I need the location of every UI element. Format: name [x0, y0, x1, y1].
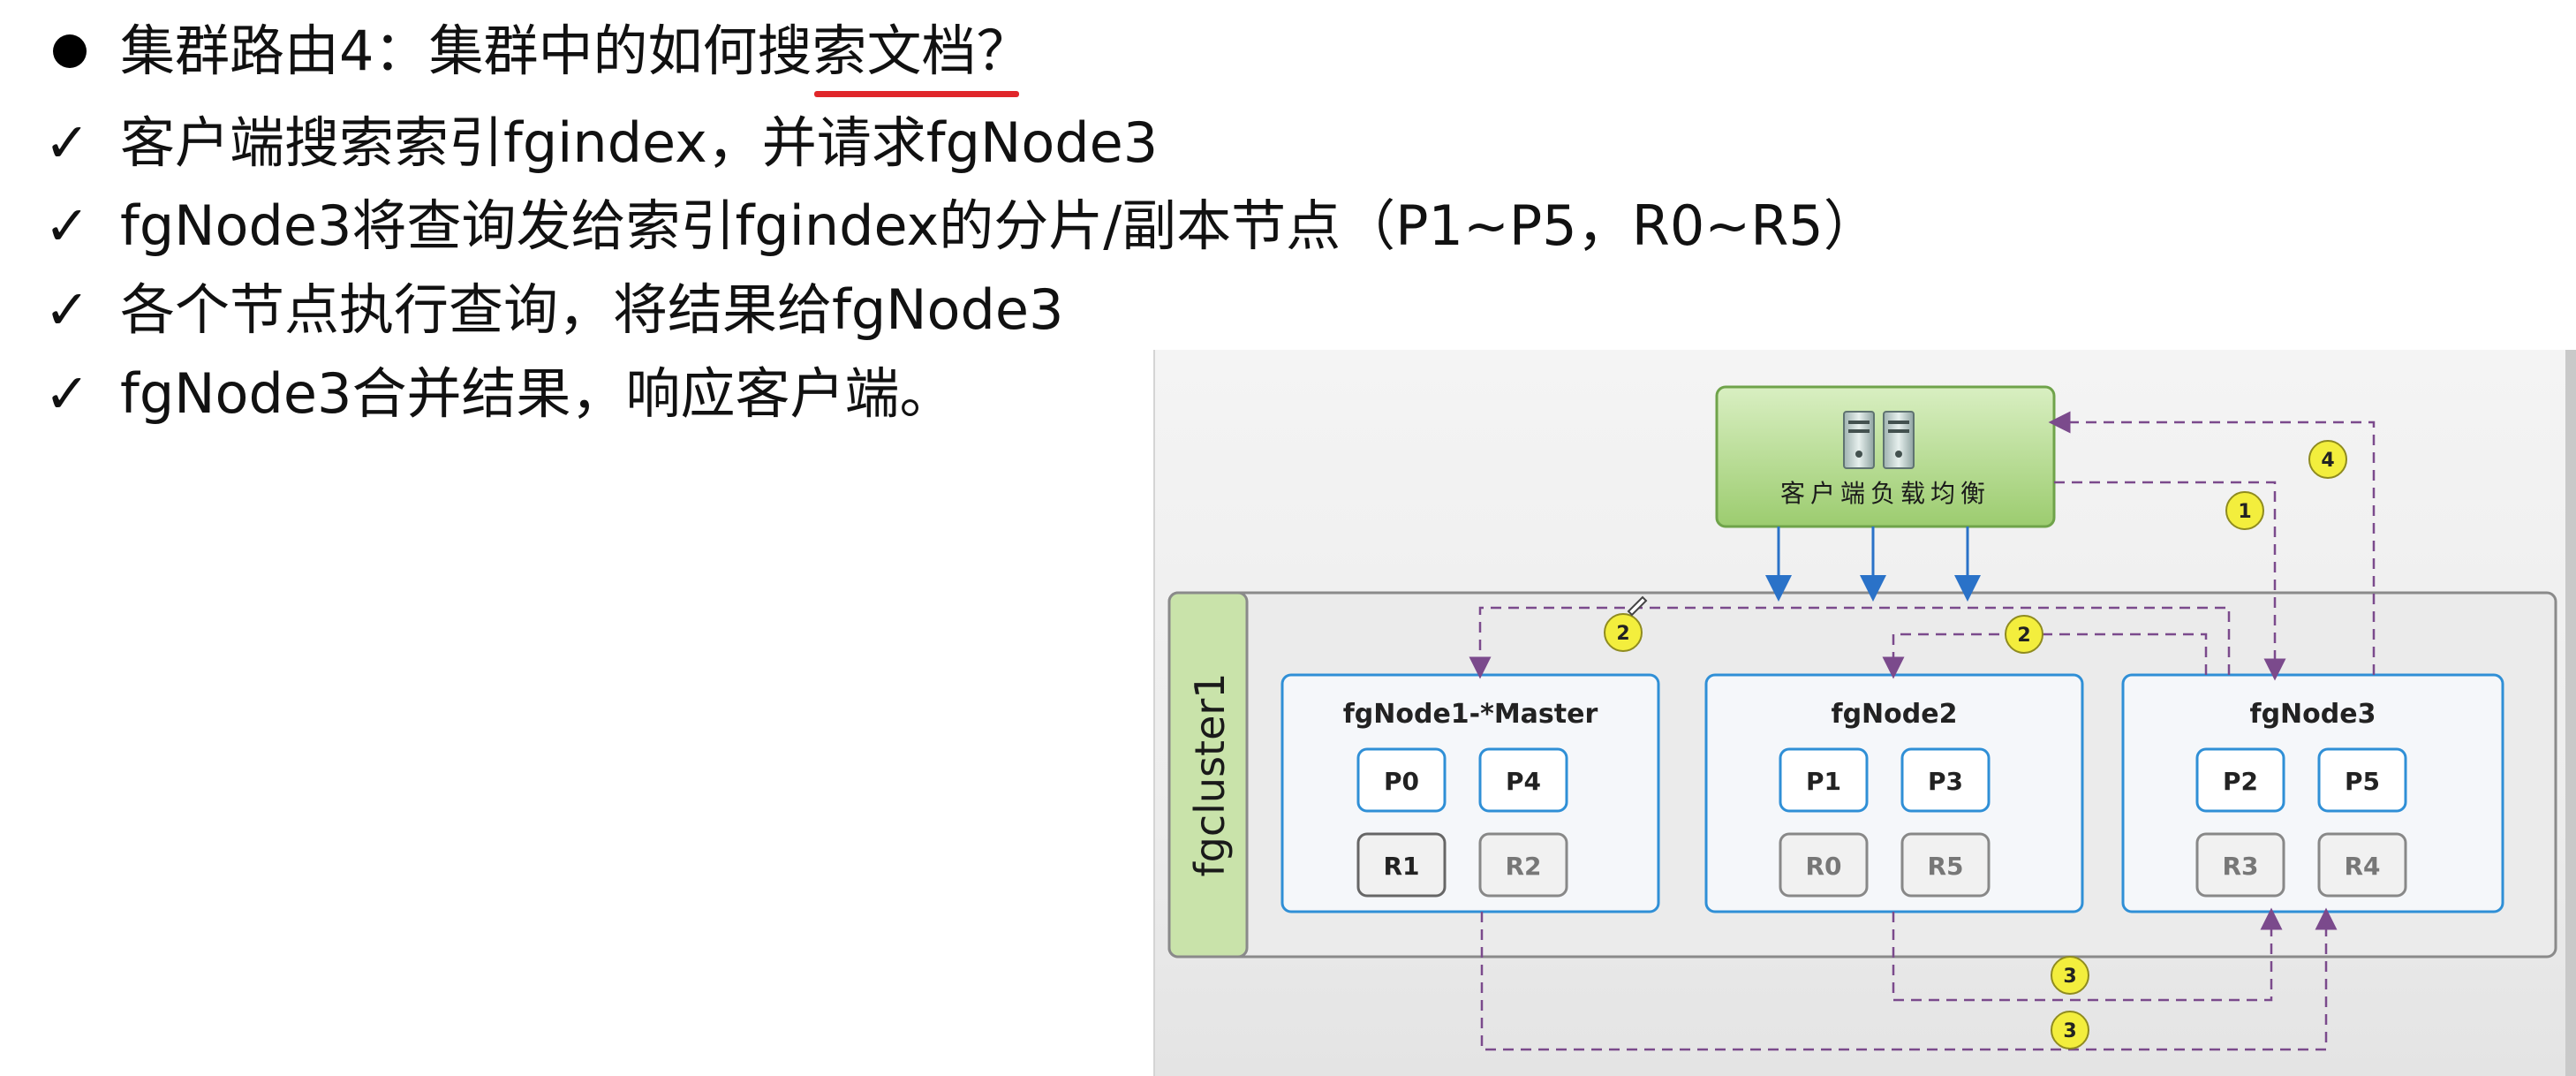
step-badge-2b	[2005, 615, 2043, 654]
bullet-text: fgNode3合并结果，响应客户端。	[120, 361, 955, 426]
server-icon	[1843, 411, 1915, 469]
shard-replica: R5	[1927, 852, 1963, 881]
bullet-item-5: ✓ fgNode3合并结果，响应客户端。	[44, 359, 954, 429]
bullet-item-3: ✓ fgNode3将查询发给索引fgindex的分片/副本节点（P1~P5，R0~…	[44, 191, 1878, 261]
cluster-diagram: fgcluster1 客户端负载均衡 fgNode1-*Master P0 P4	[1153, 350, 2566, 1076]
step-label: 2	[2017, 625, 2030, 647]
flow-step1-path	[2054, 481, 2286, 681]
shard-replica: R4	[2344, 852, 2380, 881]
flow-step2a-path	[1469, 606, 2231, 679]
flow-step3a-path	[1892, 907, 2283, 1002]
shard-primary: P0	[1384, 767, 1419, 796]
bullet-item-4: ✓ 各个节点执行查询，将结果给fgNode3	[44, 275, 1063, 345]
load-balancer-label: 客户端负载均衡	[1780, 479, 1991, 508]
flow-step4-path	[2048, 411, 2376, 675]
node-name: fgNode1-*Master	[1343, 699, 1598, 730]
node-name: fgNode2	[1832, 699, 1958, 730]
step-label: 3	[2063, 1020, 2076, 1042]
scrollbar-track[interactable]	[2565, 350, 2576, 1076]
bullet-text: fgNode3将查询发给索引fgindex的分片/副本节点（P1~P5，R0~R…	[120, 193, 1878, 258]
shard-replica: R2	[1505, 852, 1541, 881]
bullet-text: 各个节点执行查询，将结果给fgNode3	[120, 277, 1064, 342]
shard-replica: R1	[1383, 852, 1419, 881]
shard-primary: P5	[2345, 767, 2380, 796]
cluster-label-bar	[1167, 591, 1249, 959]
step-label: 3	[2063, 966, 2076, 988]
step-badge-4	[2308, 440, 2347, 479]
cluster-label: fgcluster1	[1186, 672, 1234, 876]
bullet-text: 集群路由4：集群中的如何搜索文档？	[120, 19, 1031, 83]
step-badge-2a	[1604, 613, 1643, 652]
shard-replica: R0	[1805, 852, 1841, 881]
check-icon: ✓	[44, 110, 90, 175]
step-badge-1	[2225, 491, 2264, 530]
flow-step2b-path	[1882, 633, 2208, 679]
step-label: 4	[2321, 450, 2334, 472]
step-label: 2	[1616, 623, 1629, 645]
shard-primary: P3	[1928, 767, 1963, 796]
node-fgnode3: fgNode3 P2 P5 R3 R4	[2121, 673, 2504, 913]
red-underline	[814, 91, 1019, 97]
check-icon: ✓	[44, 361, 90, 426]
cursor-icon	[1627, 595, 1648, 617]
shard-primary: P4	[1506, 767, 1541, 796]
step-badge-3a	[2051, 956, 2089, 995]
bullet-item-2: ✓ 客户端搜索索引fgindex，并请求fgNode3	[44, 108, 1158, 178]
check-icon: ✓	[44, 193, 90, 258]
flow-step3b-path	[1480, 907, 2338, 1051]
step-badge-3b	[2051, 1011, 2089, 1049]
check-icon: ✓	[44, 277, 90, 342]
node-fgnode1: fgNode1-*Master P0 P4 R1 R2	[1280, 673, 1660, 913]
node-name: fgNode3	[2250, 699, 2376, 730]
bullet-text: 客户端搜索索引fgindex，并请求fgNode3	[120, 110, 1159, 175]
node-fgnode2: fgNode2 P1 P3 R0 R5	[1704, 673, 2084, 913]
shard-primary: P1	[1806, 767, 1841, 796]
step-label: 1	[2238, 501, 2251, 523]
shard-replica: R3	[2222, 852, 2258, 881]
bullet-dot-icon	[44, 16, 120, 87]
bullet-item-1: 集群路由4：集群中的如何搜索文档？	[44, 16, 1031, 87]
shard-primary: P2	[2223, 767, 2258, 796]
